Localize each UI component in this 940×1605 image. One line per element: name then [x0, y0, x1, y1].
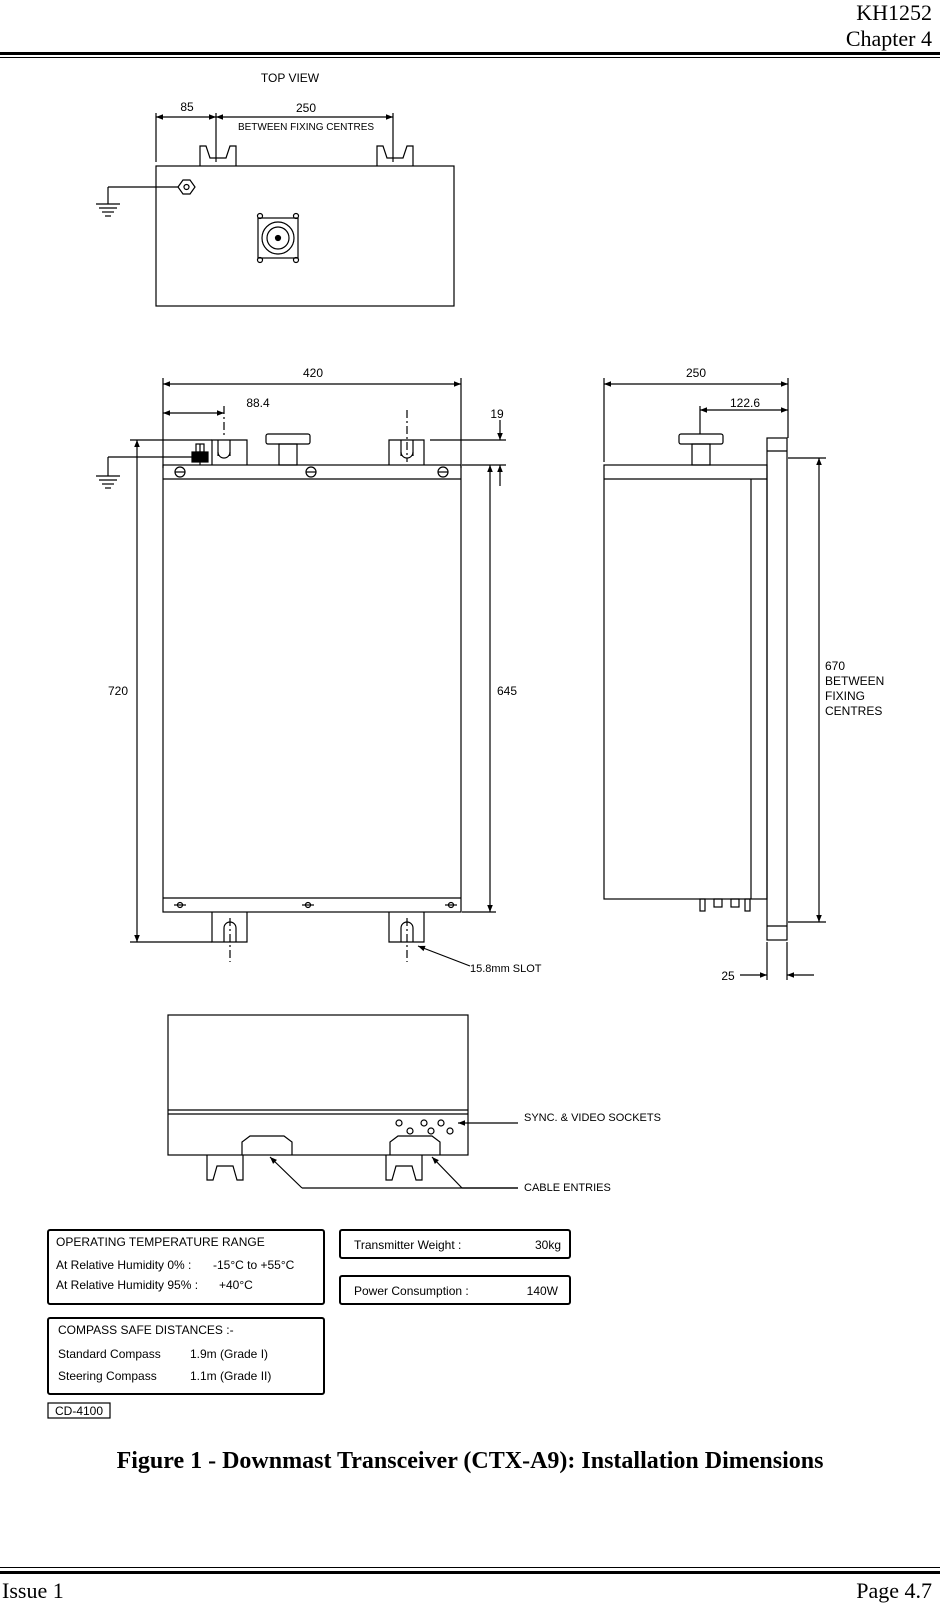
dim-side-250-label: 250 [686, 366, 706, 380]
figure-caption: Figure 1 - Downmast Transceiver (CTX-A9)… [116, 1448, 824, 1474]
dim-670-label-2: BETWEEN [825, 674, 884, 688]
bottom-view: SYNC. & VIDEO SOCKETS CABLE ENTRIES [167, 1014, 661, 1194]
earth-symbol-top [96, 186, 178, 217]
dim-645-label: 645 [497, 684, 517, 698]
weight-box: Transmitter Weight : 30kg [339, 1229, 571, 1259]
front-connector [265, 433, 311, 466]
front-bracket-top-right [388, 439, 425, 465]
header-rule [0, 52, 940, 55]
temp-line2-label: At Relative Humidity 95% : [56, 1278, 198, 1292]
front-top-bolts [174, 466, 449, 478]
front-bottom-bolts [174, 901, 457, 909]
compass-row-name: Steering Compass [58, 1369, 157, 1383]
installation-drawing: TOP VIEW 85 250 BETWEEN FIXING CENTRES [47, 71, 884, 1419]
antenna-connector [256, 212, 300, 264]
front-earth-stud [191, 443, 209, 465]
dim-19-label: 19 [490, 407, 504, 421]
page-number: Page 4.7 [856, 1578, 932, 1603]
dim-250-label: 250 [296, 101, 316, 115]
cable-entry-right [389, 1135, 441, 1155]
dim-420-label: 420 [303, 366, 323, 380]
weight-value: 30kg [535, 1238, 561, 1252]
dim-250-note: BETWEEN FIXING CENTRES [238, 122, 374, 133]
compass-title: COMPASS SAFE DISTANCES :- [58, 1323, 234, 1337]
side-bottom-sockets [699, 898, 751, 912]
compass-box: COMPASS SAFE DISTANCES :- Standard Compa… [47, 1317, 325, 1395]
dim-side-122-label: 122.6 [730, 396, 760, 410]
specifications: OPERATING TEMPERATURE RANGE At Relative … [47, 1229, 571, 1419]
front-view-body [162, 464, 462, 913]
dim-670-label-3: FIXING [825, 689, 865, 703]
temp-line2-value: +40°C [219, 1278, 253, 1292]
dim-670-label-1: 670 [825, 659, 845, 673]
power-box: Power Consumption : 140W [339, 1275, 571, 1305]
top-view-body [155, 165, 455, 307]
compass-row-value: 1.1m (Grade II) [190, 1369, 271, 1383]
dim-25-label: 25 [721, 969, 735, 983]
cable-pointer-right [431, 1156, 463, 1189]
top-view-title: TOP VIEW [261, 71, 320, 85]
bottom-bracket-left [206, 1155, 244, 1181]
footer-rule-thin [0, 1567, 940, 1568]
temp-line1-label: At Relative Humidity 0% : [56, 1258, 191, 1272]
slot-pointer [417, 945, 471, 967]
temperature-box: OPERATING TEMPERATURE RANGE At Relative … [47, 1229, 325, 1305]
dim-88-label: 88.4 [246, 396, 270, 410]
top-view-bracket-right [376, 145, 414, 166]
weight-label: Transmitter Weight : [354, 1238, 461, 1252]
earth-symbol-front [96, 456, 192, 489]
sync-video-sockets [395, 1119, 454, 1135]
temp-line1-value: -15°C to +55°C [213, 1258, 295, 1272]
dim-85-label: 85 [180, 100, 194, 114]
compass-row-name: Standard Compass [58, 1347, 161, 1361]
side-view-body [603, 464, 768, 900]
cable-pointer-left [269, 1156, 303, 1189]
drawing-ref-label: CD-4100 [55, 1404, 103, 1418]
top-view: TOP VIEW 85 250 BETWEEN FIXING CENTRES [96, 71, 455, 307]
header-rule-thin [0, 57, 940, 58]
chapter-label: Chapter 4 [845, 26, 932, 51]
bottom-view-body [167, 1014, 469, 1156]
sockets-label: SYNC. & VIDEO SOCKETS [524, 1112, 661, 1124]
dim-720-label: 720 [108, 684, 128, 698]
document-number: KH1252 [856, 0, 932, 25]
issue-label: Issue 1 [2, 1578, 64, 1603]
bottom-bracket-right [385, 1155, 423, 1181]
power-label: Power Consumption : [354, 1284, 469, 1298]
earth-stud [177, 179, 196, 195]
footer-rule [0, 1571, 940, 1574]
side-mounting-rail [766, 437, 788, 941]
side-view: 250 122.6 670 BETWEEN FIXING CENTRES [603, 366, 884, 983]
top-view-bracket-left [199, 145, 237, 166]
slot-label: 15.8mm SLOT [470, 963, 542, 975]
front-view: 420 88.4 19 720 645 [96, 366, 542, 975]
cable-entry-left [241, 1135, 293, 1155]
cable-label: CABLE ENTRIES [524, 1182, 611, 1194]
power-value: 140W [527, 1284, 559, 1298]
drawing-reference: CD-4100 [47, 1402, 111, 1419]
temp-title: OPERATING TEMPERATURE RANGE [56, 1235, 265, 1249]
compass-row-value: 1.9m (Grade I) [190, 1347, 268, 1361]
dim-670-label-4: CENTRES [825, 704, 882, 718]
